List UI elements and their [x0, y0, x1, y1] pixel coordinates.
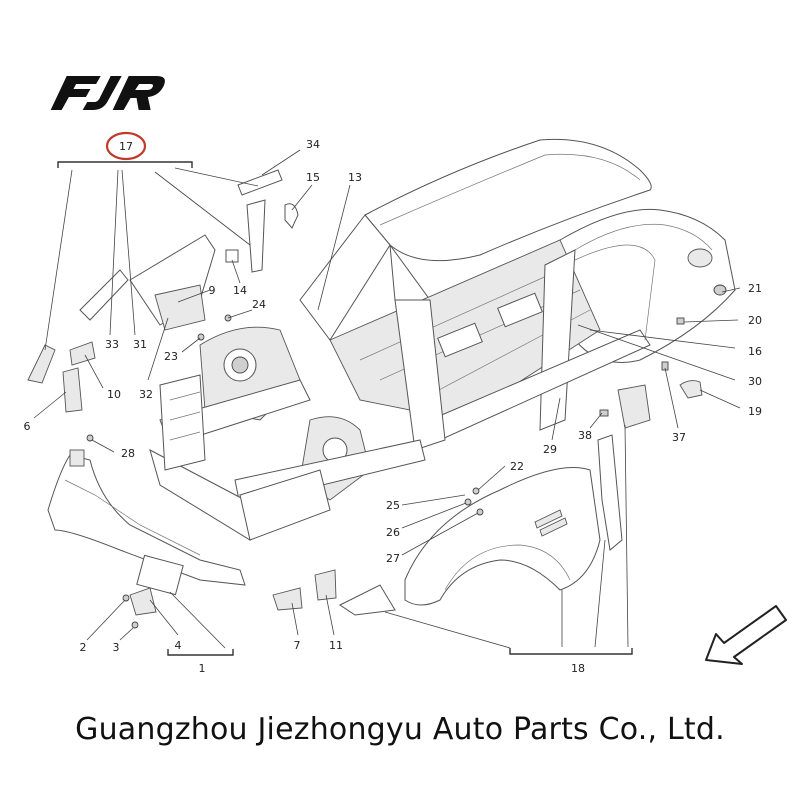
fender-apron: [79, 234, 216, 331]
callout-27: 27: [386, 552, 400, 565]
callout-37: 37: [672, 431, 686, 444]
callout-25: 25: [386, 499, 400, 512]
callout-19: 19: [748, 405, 762, 418]
front-fender: [404, 467, 601, 606]
callout-10: 10: [107, 388, 121, 401]
callout-2: 2: [80, 641, 87, 654]
front-direction-arrow-icon: [705, 605, 787, 665]
brand-logo: [50, 76, 165, 110]
callout-7: 7: [294, 639, 301, 652]
group-bracket-18: [509, 648, 633, 655]
callout-30: 30: [748, 375, 762, 388]
callout-23: 23: [164, 350, 178, 363]
callout-14: 14: [233, 284, 247, 297]
leader-lines: [33, 149, 741, 649]
callout-11: 11: [329, 639, 343, 652]
highlight-circle-17: [105, 131, 147, 161]
callout-13: 13: [348, 171, 362, 184]
callout-24: 24: [252, 298, 266, 311]
callout-1: 1: [199, 662, 206, 675]
callout-31: 31: [133, 338, 147, 351]
car-body-structure: [149, 138, 736, 541]
small-brackets: [27, 169, 727, 629]
callout-20: 20: [748, 314, 762, 327]
callout-34: 34: [306, 138, 320, 151]
callout-29: 29: [543, 443, 557, 456]
callout-15: 15: [306, 171, 320, 184]
callout-33: 33: [105, 338, 119, 351]
fender-support-bracket: [597, 384, 651, 551]
callout-28: 28: [121, 447, 135, 460]
callout-17: 17: [119, 140, 133, 153]
callout-3: 3: [113, 641, 120, 654]
front-bumper-beam: [47, 449, 246, 596]
callout-32: 32: [139, 388, 153, 401]
group-bracket-1: [167, 649, 234, 656]
callout-16: 16: [748, 345, 762, 358]
callout-6: 6: [24, 420, 31, 433]
company-name: Guangzhou Jiezhongyu Auto Parts Co., Ltd…: [75, 712, 725, 747]
callout-18: 18: [571, 662, 585, 675]
callout-4: 4: [175, 639, 182, 652]
callout-22: 22: [510, 460, 524, 473]
callout-9: 9: [209, 284, 216, 297]
group-bracket-17: [57, 161, 193, 168]
callout-21: 21: [748, 282, 762, 295]
callout-38: 38: [578, 429, 592, 442]
callout-labels: 17 34 15 13 9 14 24 33 31 23 32 10 6 28 …: [24, 138, 763, 675]
callout-26: 26: [386, 526, 400, 539]
